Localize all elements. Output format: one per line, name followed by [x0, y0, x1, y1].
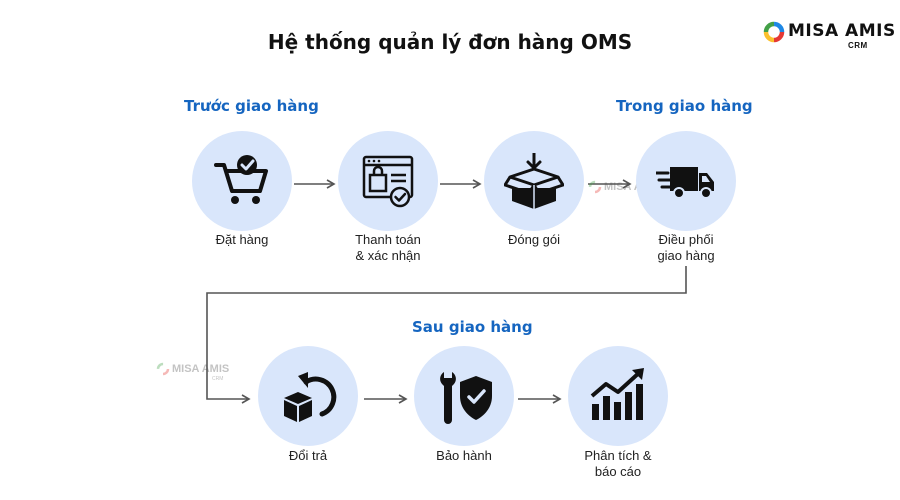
- stage-after-delivery: Sau giao hàng: [412, 318, 533, 336]
- misa-amis-logo: MISA AMIS CRM: [762, 20, 895, 54]
- shopping-cart-icon: [214, 155, 268, 204]
- step-payment-line2: & xác nhận: [355, 248, 421, 263]
- watermark-wordmark: MISA AMIS: [172, 363, 230, 375]
- step-dispatch-label: Điều phối giao hàng: [616, 232, 756, 264]
- arrow-dispatch-to-returns: [206, 266, 687, 404]
- watermark-ring-icon: [156, 362, 170, 376]
- step-dispatch-line1: Điều phối: [658, 232, 714, 247]
- logo-ring-icon: [763, 21, 785, 43]
- step-warranty-circle: [414, 346, 514, 446]
- step-order-circle: [192, 131, 292, 231]
- step-payment-circle: [338, 131, 438, 231]
- watermark-ring-icon: [588, 180, 602, 194]
- step-dispatch-circle: [636, 131, 736, 231]
- payment-confirm-icon: [362, 155, 414, 208]
- step-order-line1: Đặt hàng: [215, 232, 269, 247]
- step-dispatch-line2: giao hàng: [657, 248, 715, 263]
- step-packing-line1: Đóng gói: [507, 232, 561, 247]
- step-returns-circle: [258, 346, 358, 446]
- step-order-label: Đặt hàng: [172, 232, 312, 248]
- step-analytics-line2: báo cáo: [594, 464, 642, 479]
- analytics-chart-icon: [590, 368, 644, 420]
- warranty-shield-icon: [440, 372, 492, 424]
- logo-sub: CRM: [848, 41, 868, 50]
- step-returns-label: Đổi trả: [238, 448, 378, 464]
- step-returns-line1: Đổi trả: [288, 448, 328, 463]
- step-analytics-line1: Phân tích &: [584, 448, 652, 463]
- step-payment-line1: Thanh toán: [355, 232, 421, 247]
- step-warranty-line1: Bảo hành: [436, 448, 492, 463]
- step-packing-circle: [484, 131, 584, 231]
- stage-during-delivery: Trong giao hàng: [616, 97, 753, 115]
- step-analytics-circle: [568, 346, 668, 446]
- step-analytics-label: Phân tích & báo cáo: [548, 448, 688, 480]
- watermark-sub: CRM: [212, 376, 224, 382]
- logo-wordmark: MISA AMIS: [788, 21, 896, 41]
- step-warranty-label: Bảo hành: [394, 448, 534, 464]
- stage-before-delivery: Trước giao hàng: [184, 97, 319, 115]
- step-packing-label: Đóng gói: [464, 232, 604, 248]
- diagram-title: Hệ thống quản lý đơn hàng OMS: [267, 30, 633, 54]
- return-box-icon: [284, 372, 337, 422]
- step-payment-label: Thanh toán & xác nhận: [318, 232, 458, 264]
- delivery-truck-icon: [656, 167, 714, 199]
- package-box-icon: [504, 153, 564, 209]
